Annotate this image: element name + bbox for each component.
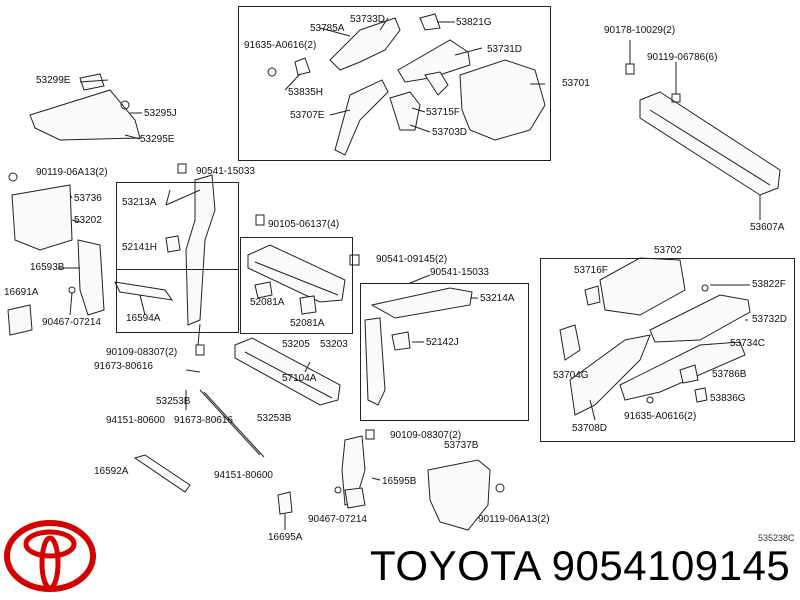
label-53214A: 53214A xyxy=(480,293,515,304)
left-column-lower-box xyxy=(116,182,239,333)
label-53253B-lower: 53253B xyxy=(257,413,292,424)
center-column-box xyxy=(360,283,529,421)
label-53715F: 53715F xyxy=(426,107,460,118)
label-53734C: 53734C xyxy=(730,338,766,349)
label-53736: 53736 xyxy=(74,193,102,204)
label-53704G: 53704G xyxy=(553,370,589,381)
label-91635-A0616-right: 91635-A0616(2) xyxy=(624,411,697,422)
label-91635-A0616-top: 91635-A0616(2) xyxy=(244,40,317,51)
label-53707E: 53707E xyxy=(290,110,325,121)
label-53786B: 53786B xyxy=(712,369,747,380)
footer-title: TOYOTA 9054109145 xyxy=(370,543,790,589)
label-16691A: 16691A xyxy=(4,287,39,298)
label-90467-07214-left: 90467-07214 xyxy=(42,317,101,328)
lower-bracket-drawing xyxy=(277,429,505,531)
label-53708D: 53708D xyxy=(572,423,608,434)
label-16595B: 16595B xyxy=(382,476,417,487)
label-90119-06A13-left: 90119-06A13(2) xyxy=(36,167,108,178)
label-90541-15033-left: 90541-15033 xyxy=(196,166,255,177)
hood-seal-drawing xyxy=(29,73,142,141)
label-90109-08307-left: 90109-08307(2) xyxy=(106,347,178,358)
label-53202: 53202 xyxy=(74,215,102,226)
label-53253B-upper: 53253B xyxy=(156,396,191,407)
label-53731D: 53731D xyxy=(487,44,523,55)
label-53836G: 53836G xyxy=(710,393,746,404)
left-side-shield-drawing xyxy=(7,172,174,336)
label-90119-06A13-right: 90119-06A13(2) xyxy=(478,514,550,525)
part-number: 9054109145 xyxy=(551,542,791,589)
label-53737B: 53737B xyxy=(444,440,479,451)
label-90541-15033-center: 90541-15033 xyxy=(430,267,489,278)
label-52081A-left: 52081A xyxy=(250,297,285,308)
label-53203: 53203 xyxy=(320,339,348,350)
label-53821G: 53821G xyxy=(456,17,492,28)
label-53822F: 53822F xyxy=(752,279,786,290)
upper-apron-group-box xyxy=(238,6,551,161)
label-52081A-right: 52081A xyxy=(290,318,325,329)
label-90541-09145: 90541-09145(2) xyxy=(376,254,448,265)
left-column-drawing xyxy=(165,163,216,356)
label-53607A: 53607A xyxy=(750,222,785,233)
label-91673-80616-left: 91673-80616 xyxy=(94,361,153,372)
label-53295E: 53295E xyxy=(140,134,175,145)
label-53295J: 53295J xyxy=(144,108,177,119)
lower-cross-member-drawing xyxy=(133,337,341,493)
label-53785A: 53785A xyxy=(310,23,345,34)
lower-apron-group-box xyxy=(540,258,795,442)
label-90467-07214-center: 90467-07214 xyxy=(308,514,367,525)
label-52142J: 52142J xyxy=(426,337,459,348)
label-90119-06786: 90119-06786(6) xyxy=(647,52,718,63)
label-90105-06137: 90105-06137(4) xyxy=(268,219,340,230)
label-53299E: 53299E xyxy=(36,75,71,86)
label-53701: 53701 xyxy=(562,78,590,89)
label-91673-80616-center: 91673-80616 xyxy=(174,415,233,426)
label-94151-80600-left: 94151-80600 xyxy=(106,415,165,426)
diagram-reference-code: 535238C xyxy=(758,533,795,543)
center-column-drawing xyxy=(349,254,478,406)
label-53205: 53205 xyxy=(282,339,310,350)
upper-apron-assembly-drawing xyxy=(267,13,546,156)
label-53702: 53702 xyxy=(654,245,682,256)
label-16592A: 16592A xyxy=(94,466,129,477)
label-53716F: 53716F xyxy=(574,265,608,276)
label-53732D: 53732D xyxy=(752,314,788,325)
label-16594A: 16594A xyxy=(126,313,161,324)
label-16593B: 16593B xyxy=(30,262,65,273)
label-53703D: 53703D xyxy=(432,127,468,138)
label-57104A: 57104A xyxy=(282,373,317,384)
label-90109-08307-center: 90109-08307(2) xyxy=(390,430,462,441)
brand-name: TOYOTA xyxy=(370,542,540,589)
label-53835H: 53835H xyxy=(288,87,324,98)
label-53213A: 53213A xyxy=(122,197,157,208)
center-cross-member-drawing xyxy=(247,214,346,315)
lower-apron-assembly-drawing xyxy=(559,257,751,421)
label-94151-80600-center: 94151-80600 xyxy=(214,470,273,481)
label-16695A: 16695A xyxy=(268,532,303,543)
label-90178-10029: 90178-10029(2) xyxy=(604,25,676,36)
label-53733D: 53733D xyxy=(350,14,386,25)
toyota-logo-icon xyxy=(4,520,96,592)
label-52141H: 52141H xyxy=(122,242,158,253)
radiator-support-upper-drawing xyxy=(625,40,781,220)
center-cross-member-box xyxy=(240,237,353,334)
